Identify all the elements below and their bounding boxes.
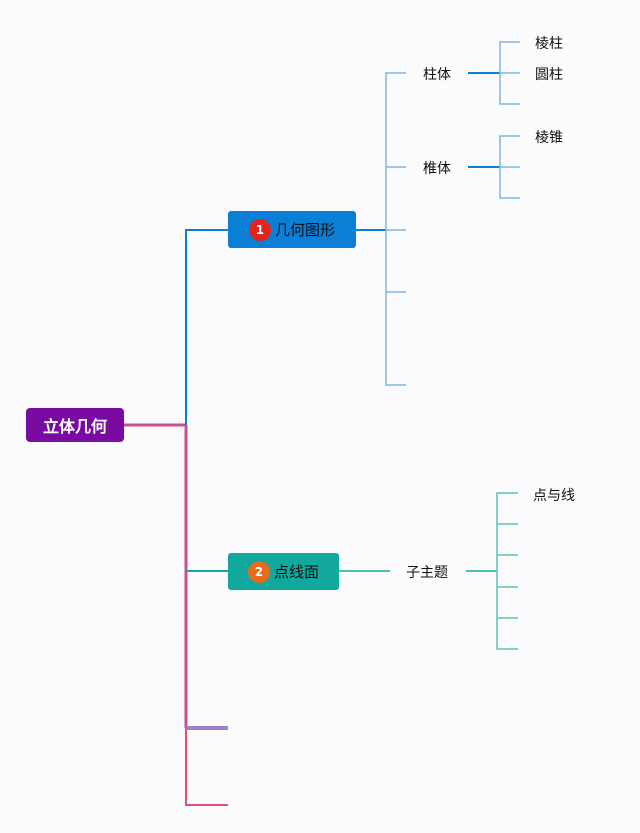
branch-label: 点线面 — [273, 563, 319, 581]
number-badge-icon: 2 — [247, 560, 270, 583]
subtopic-zhuti[interactable]: 柱体 — [423, 67, 451, 83]
zhuiti-bracket — [499, 135, 520, 199]
root-label: 立体几何 — [42, 417, 107, 436]
zhuti-bracket — [499, 41, 520, 105]
root-node[interactable]: 立体几何 — [26, 408, 124, 442]
trunk-lower — [185, 425, 228, 806]
subtopic-zhuiti[interactable]: 椎体 — [423, 161, 451, 177]
leaf-dianyuxian[interactable]: 点与线 — [533, 488, 575, 504]
leaf-lengzhu[interactable]: 棱柱 — [535, 36, 563, 52]
branch-node-1[interactable]: 1 几何图形 — [228, 211, 356, 248]
number-badge-icon: 1 — [248, 218, 271, 241]
leaf-yuanzhu[interactable]: 圆柱 — [535, 67, 563, 83]
zizhuti-bracket — [496, 492, 518, 650]
branch-label: 几何图形 — [274, 221, 335, 239]
branch1-bracket — [385, 72, 406, 386]
subtopic-zizhuti[interactable]: 子主题 — [406, 565, 448, 581]
leaf-lengzhui[interactable]: 棱锥 — [535, 130, 563, 146]
branch-node-2[interactable]: 2 点线面 — [228, 553, 339, 590]
branch1-connector — [185, 229, 228, 425]
